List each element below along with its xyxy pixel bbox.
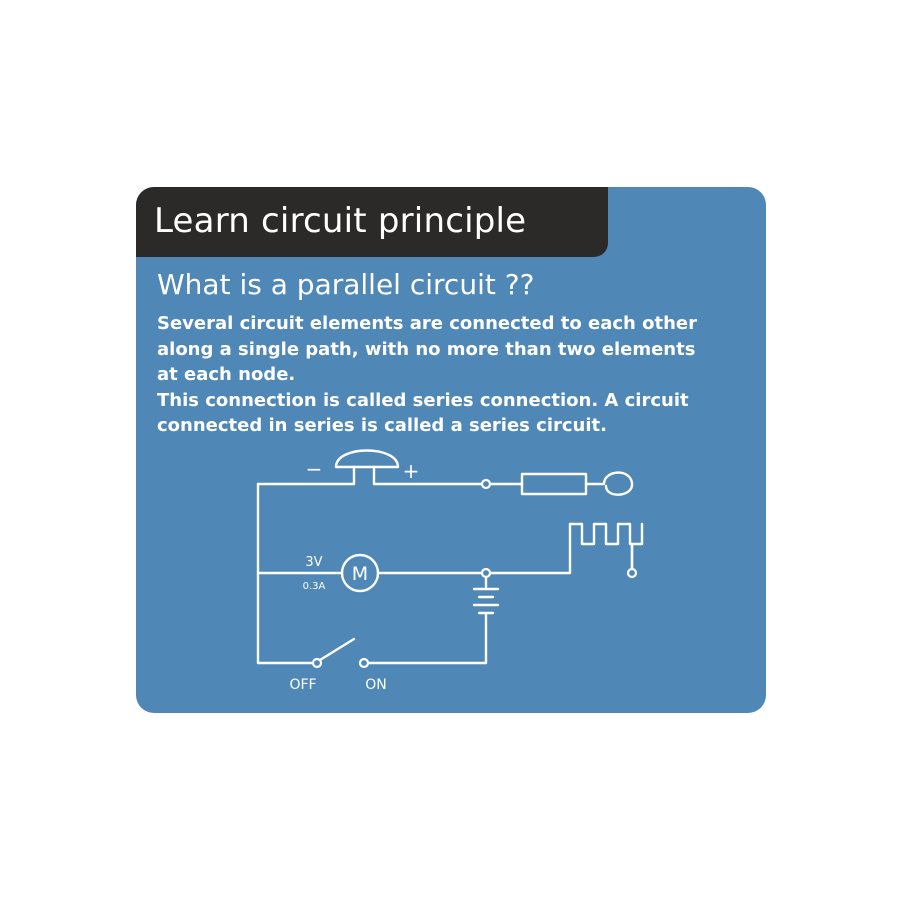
junction-terminal-top: [480, 478, 492, 490]
switch-lever-icon: [318, 637, 356, 662]
switch-on-label: ON: [365, 677, 387, 693]
plus-sign-label: +: [403, 459, 420, 483]
loop-terminal-icon: [602, 471, 634, 496]
resistor-icon: [520, 472, 588, 496]
description-text: Several circuit elements are connected t…: [157, 311, 757, 439]
signal-output-terminal: [626, 567, 638, 579]
description-line: along a single path, with no more than t…: [157, 338, 696, 360]
motor-symbol-label: M: [352, 563, 368, 585]
circuit-diagram: − + M 3V 0.3A OFF ON: [256, 449, 644, 693]
bell-icon: [334, 449, 400, 469]
description-line: at each node.: [157, 364, 296, 385]
switch-off-label: OFF: [289, 677, 316, 693]
switch-terminal-left: [311, 657, 323, 669]
current-label: 0.3A: [303, 581, 326, 592]
motor-icon: [340, 553, 380, 593]
description-line: connected in series is called a series c…: [157, 415, 607, 436]
minus-sign-label: −: [306, 457, 323, 481]
voltage-label: 3V: [305, 555, 322, 570]
card-title: Learn circuit principle: [154, 201, 527, 241]
section-heading: What is a parallel circuit ??: [157, 268, 535, 301]
description-line: Several circuit elements are connected t…: [157, 313, 697, 334]
square-wave-icon: [568, 522, 644, 571]
junction-terminal-middle: [480, 567, 492, 579]
middle-wire-to-signal: [488, 525, 572, 575]
description-line: This connection is called series connect…: [157, 389, 689, 411]
title-bar: Learn circuit principle: [136, 187, 608, 257]
info-card: Learn circuit principle What is a parall…: [136, 187, 766, 713]
switch-terminal-right: [358, 657, 370, 669]
